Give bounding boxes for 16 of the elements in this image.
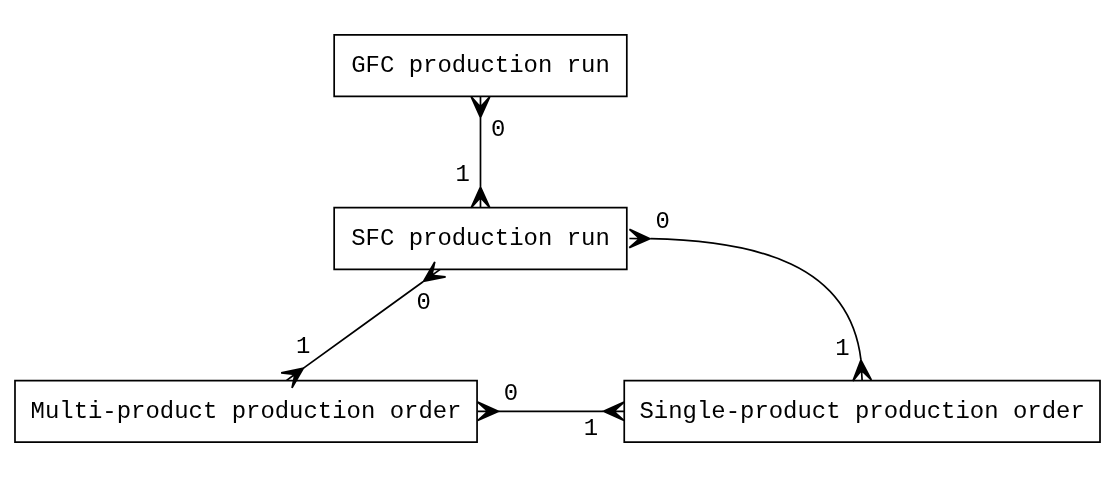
label: 1: [455, 160, 470, 188]
node-box: Single-product production order: [623, 379, 1101, 443]
label: 0: [503, 380, 519, 407]
connector: [470, 96, 491, 209]
label: 0: [490, 116, 506, 144]
node-box: GFC production run: [333, 34, 628, 98]
connector: [628, 228, 873, 382]
label: 0: [655, 207, 671, 235]
label: 1: [835, 334, 850, 362]
label: 0: [416, 289, 431, 317]
label: 1: [583, 415, 599, 443]
label: 1: [296, 332, 311, 360]
node-box: SFC production run: [333, 206, 628, 271]
connector: [280, 261, 447, 389]
connector: [476, 401, 625, 422]
node-box: Multi-product production order: [14, 379, 478, 443]
